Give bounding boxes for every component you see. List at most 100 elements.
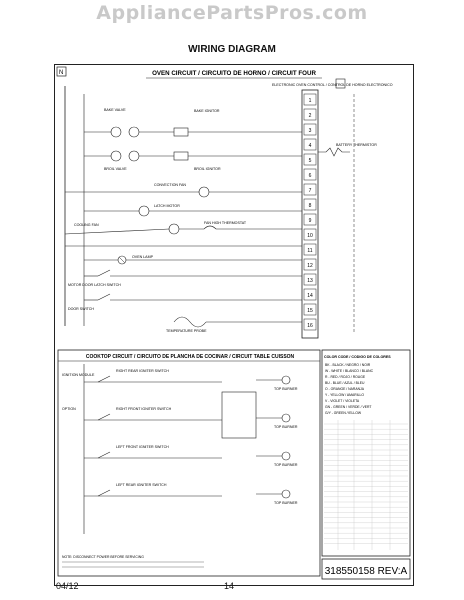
latch-motor-label: LATCH MOTOR xyxy=(154,204,180,208)
connector-pin-box xyxy=(303,318,317,331)
connector-pin-box xyxy=(303,168,317,181)
door-switch: DOOR SWITCH xyxy=(68,293,111,311)
connector-pin-number: 1 xyxy=(309,98,312,104)
burner-label: TOP BURNER xyxy=(274,501,298,505)
color-code-entry: GN - GREEN / VERDE / VERT xyxy=(325,405,371,409)
fan-high-thermostat: FAN HIGH THERMOSTAT xyxy=(203,221,247,230)
connector-pin-number: 4 xyxy=(309,143,312,149)
spark-module xyxy=(221,391,257,439)
connector-pin-number: 8 xyxy=(309,203,312,209)
oven-lamp-label: OVEN LAMP xyxy=(132,255,154,259)
connector-pin-number: 10 xyxy=(307,233,313,239)
igniter-switch-label: LEFT FRONT IGNITER SWITCH xyxy=(116,445,169,449)
connector-pin-box xyxy=(303,303,317,316)
connector-pin-number: 11 xyxy=(307,248,312,254)
bake-ignitor-label: BAKE IGNITOR xyxy=(194,109,220,113)
connector-pin-box xyxy=(303,123,317,136)
temperature-probe: TEMPERATURE PROBE xyxy=(166,316,207,333)
cooktop-note: NOTE: DISCONNECT POWER BEFORE SERVICING xyxy=(62,555,144,559)
igniter-switch-contact xyxy=(97,451,111,459)
connector-pin-number: 2 xyxy=(309,113,312,119)
connector-pin-number: 16 xyxy=(307,323,313,329)
part-number: 318550158 REV:A xyxy=(325,566,408,577)
cooktop-header: COOKTOP CIRCUIT / CIRCUITO DE PLANCHA DE… xyxy=(86,354,295,360)
connector-pin-number: 15 xyxy=(307,308,313,314)
footer-page-number: 14 xyxy=(224,581,235,591)
connector-pin-number: 9 xyxy=(309,218,312,224)
corner-label: N xyxy=(59,70,63,76)
connector-pin-box xyxy=(303,273,317,286)
connector-pin-number: 14 xyxy=(307,293,313,299)
convection-fan-label: CONVECTION FAN xyxy=(154,183,186,187)
burner-label: TOP BURNER xyxy=(274,425,298,429)
temp-probe-label: TEMPERATURE PROBE xyxy=(166,329,207,333)
color-code-entry: BK - BLACK / NEGRO / NOIR xyxy=(325,363,371,367)
broil-valve-label: BROIL VALVE xyxy=(104,167,127,171)
color-code-entry: R - RED / ROJO / ROUGE xyxy=(325,375,366,379)
latch-switch-label: MOTOR DOOR LATCH SWITCH xyxy=(68,283,121,287)
connector-pin-box xyxy=(303,138,317,151)
connector-pin-box xyxy=(303,288,317,301)
fan-thermostat-label: FAN HIGH THERMOSTAT xyxy=(204,221,247,225)
color-code-entries: BK - BLACK / NEGRO / NOIR W - WHITE / BLA… xyxy=(325,363,374,415)
wire-table xyxy=(324,420,408,550)
connector-pin-box xyxy=(303,213,317,226)
color-code-title: COLOR CODE / CODIGO DE COLORES xyxy=(324,355,391,359)
connector-pin-box xyxy=(303,183,317,196)
control-marker xyxy=(335,78,346,89)
connector-pin-number: 13 xyxy=(307,278,313,284)
watermark: AppliancePartsPros.com xyxy=(96,2,368,24)
top-burners: TOP BURNER TOP BURNER TOP BURNER TOP BURNER xyxy=(256,375,298,505)
wiring-diagram-sheet: N OVEN CIRCUIT / CIRCUITO DE HORNO / CIR… xyxy=(54,64,414,586)
thermistor-label: BATTERY THERMISTOR xyxy=(336,143,377,147)
connector-pin-box xyxy=(303,228,317,241)
igniter-switch-label: LEFT REAR IGNITER SWITCH xyxy=(116,483,167,487)
burner-label: TOP BURNER xyxy=(274,387,298,391)
igniter-switch-contact xyxy=(97,413,111,421)
color-code-entry: W - WHITE / BLANCO / BLANC xyxy=(325,369,374,373)
color-code-frame xyxy=(321,349,411,557)
color-code-entry: O - ORANGE / NARANJA xyxy=(325,387,365,391)
color-code-entry: V - VIOLET / VIOLETA xyxy=(325,399,360,403)
wiring-diagram-svg: N OVEN CIRCUIT / CIRCUITO DE HORNO / CIR… xyxy=(54,64,414,586)
connector-pin-number: 6 xyxy=(309,173,312,179)
broil-ignitor-label: BROIL IGNITOR xyxy=(194,167,221,171)
igniter-switches: RIGHT REAR IGNITER SWITCH RIGHT FRONT IGN… xyxy=(84,369,222,497)
burner-label: TOP BURNER xyxy=(274,463,298,467)
page-title: WIRING DIAGRAM xyxy=(188,44,276,55)
connector-pin-box xyxy=(303,258,317,271)
color-code-table: COLOR CODE / CODIGO DE COLORES BK - BLAC… xyxy=(321,349,411,557)
door-switch-label: DOOR SWITCH xyxy=(68,307,94,311)
igniter-switch-contact xyxy=(97,375,111,383)
connector-pin-number: 12 xyxy=(307,263,313,269)
igniter-switch-label: RIGHT REAR IGNITER SWITCH xyxy=(116,369,169,373)
ignition-module-label: IGNITION MODULE xyxy=(62,373,95,377)
oven-control-label: ELECTRONIC OVEN CONTROL / CONTROL DE HOR… xyxy=(272,83,393,87)
battery-thermistor: BATTERY THERMISTOR xyxy=(318,143,377,157)
connector-pin-number: 7 xyxy=(309,188,312,194)
color-code-entry: BU - BLUE / AZUL / BLEU xyxy=(325,381,365,385)
connector-pin-box xyxy=(303,108,317,121)
connector-pin-number: 3 xyxy=(309,128,312,134)
part-number-box xyxy=(321,558,411,580)
connector-pin-box xyxy=(303,243,317,256)
color-code-entry: Y - YELLOW / AMARILLO xyxy=(325,393,364,397)
connector-pin-number: 5 xyxy=(309,158,312,164)
oven-circuit-header: OVEN CIRCUIT / CIRCUITO DE HORNO / CIRCU… xyxy=(152,70,316,77)
igniter-switch-label: RIGHT FRONT IGNITER SWITCH xyxy=(116,407,172,411)
bake-valve-label: BAKE VALVE xyxy=(104,108,126,112)
connector-pin-box xyxy=(303,198,317,211)
corner-box xyxy=(56,66,67,77)
cooling-fan-label: COOLING FAN xyxy=(74,223,99,227)
cooktop-frame xyxy=(57,349,321,577)
cooktop-circuit: COOKTOP CIRCUIT / CIRCUITO DE PLANCHA DE… xyxy=(57,349,321,577)
control-connector xyxy=(301,89,319,339)
footer-date: 04/12 xyxy=(56,581,79,591)
oven-circuit: OVEN CIRCUIT / CIRCUITO DE HORNO / CIRCU… xyxy=(64,70,393,339)
connector-pin-box xyxy=(303,93,317,106)
color-code-entry: G/Y - GREEN-YELLOW xyxy=(325,411,362,415)
motor-door-latch-switch: MOTOR DOOR LATCH SWITCH xyxy=(68,269,121,287)
igniter-switch-contact xyxy=(97,489,111,497)
connector-pin-box xyxy=(303,153,317,166)
